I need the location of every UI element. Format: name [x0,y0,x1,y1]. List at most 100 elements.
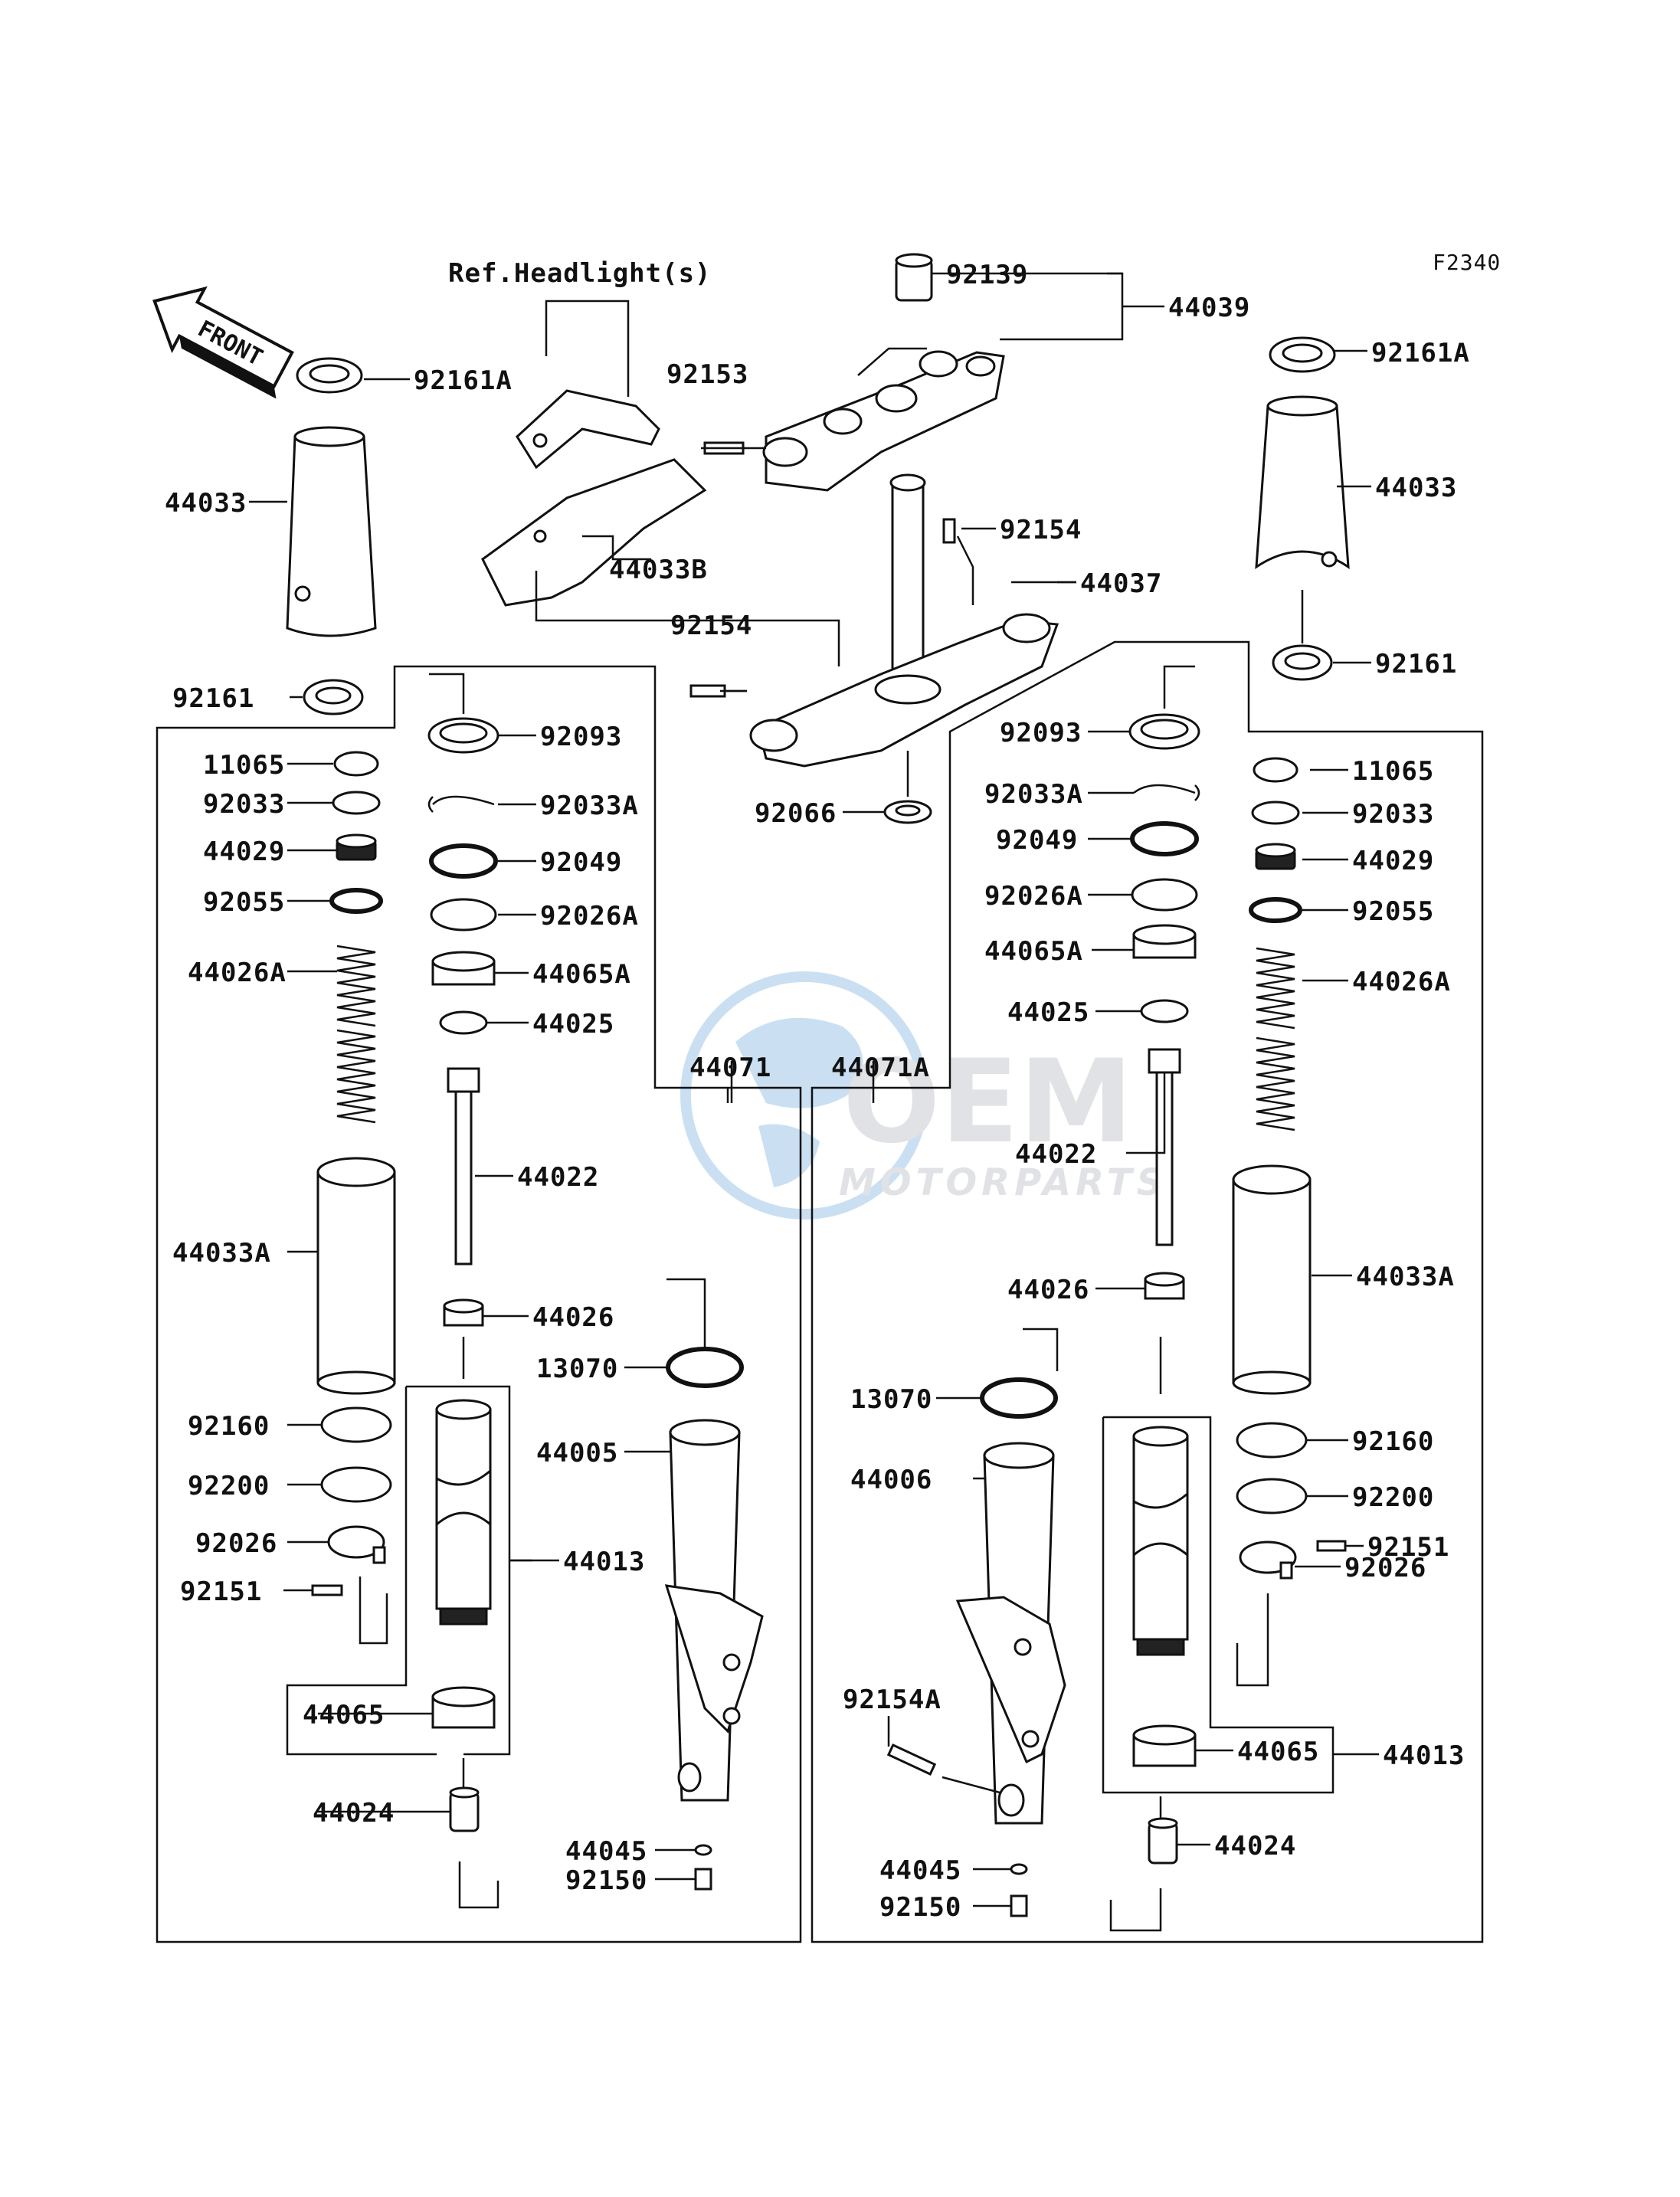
label-92026A-left[interactable]: 92026A [540,901,639,932]
right-bolt-92154A [886,1743,937,1776]
label-13070-right[interactable]: 13070 [850,1384,932,1415]
label-92154-lower[interactable]: 92154 [670,611,752,641]
left-washer-92160 [320,1406,392,1443]
label-44039[interactable]: 44039 [1168,293,1250,323]
left-bolt-92150 [694,1868,712,1891]
right-bolt-92151 [1316,1540,1347,1552]
label-44026A-left[interactable]: 44026A [188,958,287,988]
left-oring-92033 [332,791,381,815]
label-44045-left[interactable]: 44045 [565,1836,647,1867]
label-92033-right[interactable]: 92033 [1352,799,1434,830]
label-44065-left[interactable]: 44065 [303,1700,385,1730]
label-44026-right[interactable]: 44026 [1007,1275,1089,1305]
label-44013-right[interactable]: 44013 [1383,1740,1465,1771]
label-11065-left[interactable]: 11065 [203,750,285,781]
label-44029-right[interactable]: 44029 [1352,846,1434,876]
steering-stem-44037 [749,473,1059,768]
label-92160-left[interactable]: 92160 [188,1411,270,1442]
label-44033B[interactable]: 44033B [609,555,708,585]
label-92033A-right[interactable]: 92033A [984,779,1083,810]
label-44033A-right[interactable]: 44033A [1356,1262,1455,1292]
left-bushing-44065A [431,951,496,986]
label-92154-upper[interactable]: 92154 [1000,515,1082,545]
label-44022-right[interactable]: 44022 [1015,1139,1097,1170]
left-collar-44024 [449,1786,480,1832]
left-inner-tube-44033A [316,1157,396,1395]
right-oring-13070 [980,1377,1058,1419]
left-ring-44025 [439,1010,488,1035]
label-92026-left[interactable]: 92026 [195,1528,277,1559]
label-44022-left[interactable]: 44022 [517,1162,599,1193]
watermark-sub: MOTORPARTS [839,1161,1167,1204]
label-92161-left[interactable]: 92161 [172,683,254,714]
label-92026-right[interactable]: 92026 [1344,1553,1426,1583]
left-clamp-92026 [327,1525,386,1564]
label-44013-left[interactable]: 44013 [563,1547,645,1577]
right-bolt-92150 [1010,1894,1028,1917]
label-44033A-left[interactable]: 44033A [172,1238,271,1269]
label-44006[interactable]: 44006 [850,1465,932,1495]
label-92055-left[interactable]: 92055 [203,887,285,918]
label-92049-left[interactable]: 92049 [540,847,622,878]
label-44024-left[interactable]: 44024 [313,1798,395,1829]
label-44026A-right[interactable]: 44026A [1352,967,1451,997]
watermark-brand: OEM [843,1036,1133,1169]
label-92033-left[interactable]: 92033 [203,789,285,820]
label-92151-left[interactable]: 92151 [180,1577,262,1607]
label-92049-right[interactable]: 92049 [996,825,1078,856]
label-92150-right[interactable]: 92150 [879,1892,961,1923]
label-44025-right[interactable]: 44025 [1007,997,1089,1028]
watermark-continent-shape-2 [758,1124,820,1187]
label-44065-right[interactable]: 44065 [1237,1737,1319,1767]
label-92066[interactable]: 92066 [755,798,837,829]
label-44033-right[interactable]: 44033 [1375,473,1457,503]
label-44071A[interactable]: 44071A [831,1053,930,1083]
label-92093-right[interactable]: 92093 [1000,718,1082,748]
label-44037[interactable]: 44037 [1080,568,1162,599]
right-fork-cover-44033 [1255,401,1350,569]
label-92161A-left[interactable]: 92161A [414,365,513,396]
screw-92154-lower [689,684,726,698]
part-labels: 92139 44039 92161A 92161A 92153 44033 44… [165,260,1470,1923]
left-washer-92200 [320,1466,392,1503]
label-92055-right[interactable]: 92055 [1352,896,1434,927]
label-44026-left[interactable]: 44026 [532,1302,614,1333]
watermark-globe-icon [680,971,928,1220]
label-44029-left[interactable]: 44029 [203,837,285,867]
label-92033A-left[interactable]: 92033A [540,791,639,821]
label-92154A[interactable]: 92154A [843,1685,942,1715]
label-92093-left[interactable]: 92093 [540,722,622,752]
front-arrow-icon: FRONT [152,286,294,399]
right-clip-92033A [1133,784,1200,801]
label-44065A-right[interactable]: 44065A [984,936,1083,967]
label-92151-right[interactable]: 92151 [1367,1532,1449,1563]
right-outer-leg-44006 [955,1442,1066,1825]
right-clamp-92026 [1239,1541,1297,1580]
label-92026A-right[interactable]: 92026A [984,881,1083,912]
label-92161-right[interactable]: 92161 [1375,649,1457,679]
label-92150-left[interactable]: 92150 [565,1865,647,1896]
label-44071[interactable]: 44071 [689,1053,771,1083]
left-clip-92033A [427,795,495,813]
label-44025-left[interactable]: 44025 [532,1009,614,1040]
label-11065-right[interactable]: 11065 [1352,756,1434,787]
label-13070-left[interactable]: 13070 [536,1354,618,1384]
right-oring-92055 [1249,897,1302,923]
right-dust-cover-92161A [1269,336,1336,373]
label-92139[interactable]: 92139 [946,260,1028,290]
right-spring-44026 [1144,1272,1185,1300]
ref-headlight-note: Ref.Headlight(s) [448,258,712,289]
label-92153[interactable]: 92153 [666,359,748,390]
label-92161A-right[interactable]: 92161A [1371,338,1470,368]
right-cylinder-44013 [1132,1426,1189,1656]
label-92160-right[interactable]: 92160 [1352,1426,1434,1457]
label-92200-right[interactable]: 92200 [1352,1482,1434,1513]
label-44024-right[interactable]: 44024 [1214,1831,1296,1861]
label-44005[interactable]: 44005 [536,1438,618,1468]
label-92200-left[interactable]: 92200 [188,1471,270,1501]
label-44065A-left[interactable]: 44065A [532,959,631,990]
right-inner-tube-44033A [1232,1164,1312,1395]
label-44033-left[interactable]: 44033 [165,488,247,519]
label-44045-right[interactable]: 44045 [879,1855,961,1886]
